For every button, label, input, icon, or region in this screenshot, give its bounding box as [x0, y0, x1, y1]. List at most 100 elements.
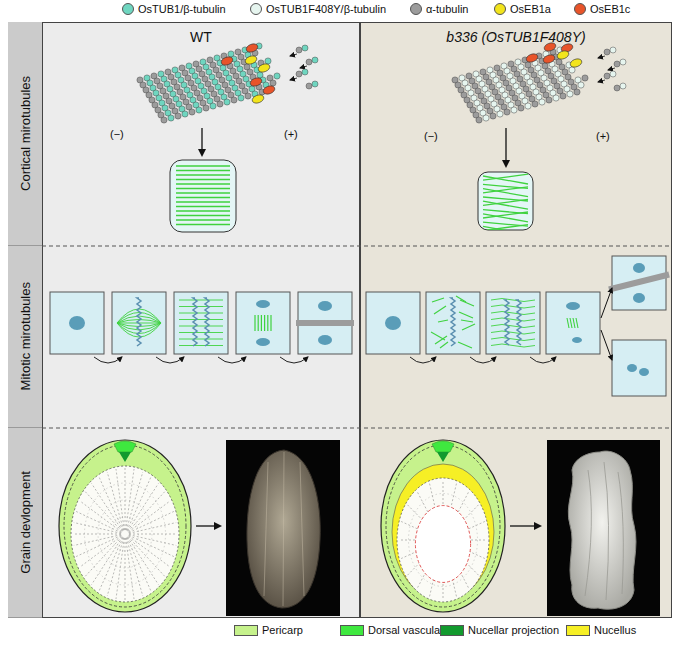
nucleus: [256, 300, 270, 308]
tubulin-subunit: [196, 107, 202, 113]
legend-item: OsTUB1F408Y/β-tubulin: [250, 3, 386, 15]
tubulin-subunit: [230, 68, 236, 74]
cortical-array: [483, 174, 528, 230]
tubulin-subunit: [200, 59, 206, 65]
tubulin-subunit: [181, 82, 187, 88]
tubulin-subunit: [245, 93, 251, 99]
spindle-fiber: [491, 344, 535, 347]
cortical-microtubule: [483, 187, 528, 193]
column-panel: b336 (OsTUB1F408Y): [360, 22, 672, 618]
tubulin-subunit: [582, 75, 588, 81]
free-dimer: [610, 71, 616, 77]
tubulin-subunit: [569, 67, 575, 73]
legend-swatch: [566, 625, 590, 636]
tubulin-subunit: [553, 54, 559, 60]
tubulin-subunit: [246, 81, 252, 87]
tubulin-subunit: [480, 110, 486, 116]
eb1-protein: [569, 57, 583, 68]
tubulin-subunit: [161, 117, 167, 123]
tubulin-subunit: [547, 85, 553, 91]
tubulin-subunit: [256, 43, 262, 49]
tubulin-subunit: [140, 82, 146, 88]
legend-text: Nucellus: [594, 624, 636, 636]
endosperm: [397, 478, 489, 602]
tubulin-subunit: [567, 91, 573, 97]
tubulin-subunit: [458, 87, 464, 93]
spindle-fiber: [432, 298, 444, 302]
tubulin-subunit: [260, 77, 266, 83]
tubulin-subunit: [475, 88, 481, 94]
tubulin-subunit: [508, 102, 514, 108]
tubulin-subunit: [520, 81, 526, 87]
tubulin-subunit: [546, 56, 552, 62]
spindle-fiber: [117, 320, 161, 324]
tubulin-subunit: [207, 98, 213, 104]
tubulin-subunit: [473, 112, 479, 118]
tubulin-subunit: [258, 60, 264, 66]
cell: [486, 292, 540, 354]
tubulin-subunit: [474, 100, 480, 106]
nucleus: [385, 316, 401, 330]
tubulin-subunit: [511, 107, 517, 113]
tubulin-subunit: [177, 89, 183, 95]
tubulin-subunit: [144, 75, 150, 81]
tubulin-subunit: [171, 79, 177, 85]
tubulin-subunit: [477, 105, 483, 111]
tubulin-subunit: [510, 78, 516, 84]
tubulin-subunit: [555, 71, 561, 77]
tubulin-subunit: [575, 77, 581, 83]
tubulin-subunit: [562, 69, 568, 75]
eb1-protein: [249, 76, 263, 87]
tubulin-subunit: [143, 87, 149, 93]
tubulin-subunit: [256, 84, 262, 90]
tubulin-subunit: [549, 61, 555, 67]
polarity-label: (+): [284, 128, 298, 140]
cortical-microtubule: [483, 199, 528, 205]
cortical-microtubule: [176, 192, 230, 193]
tubulin-subunit: [564, 86, 570, 92]
tubulin-subunit: [183, 99, 189, 105]
tubulin-subunit: [473, 71, 479, 77]
cell-plate: [608, 272, 670, 293]
tubulin-subunit: [209, 74, 215, 80]
spindle-fiber: [254, 315, 255, 331]
spindle-fiber: [261, 315, 262, 331]
tubulin-subunit: [560, 52, 566, 58]
tubulin-subunit: [198, 83, 204, 89]
tubulin-subunit: [247, 69, 253, 75]
tubulin-subunit: [452, 77, 458, 83]
nucellar-projection: [437, 452, 449, 462]
column-title: b336 (OsTUB1F408Y): [361, 29, 671, 45]
tubulin-subunit: [509, 90, 515, 96]
tubulin-subunit: [467, 102, 473, 108]
spindle-fiber: [117, 316, 161, 323]
cortical-microtubule: [176, 174, 230, 175]
tubulin-subunit: [192, 73, 198, 79]
tubulin-subunit: [244, 64, 250, 70]
tubulin-subunit: [186, 63, 192, 69]
spindle-fiber: [264, 315, 265, 331]
tubulin-subunit: [211, 91, 217, 97]
spindle-fiber: [440, 342, 448, 348]
legend-text: Nucellar projection: [468, 624, 559, 636]
cortical-microtubule: [176, 210, 230, 211]
tubulin-subunit: [173, 96, 179, 102]
nucleus: [318, 335, 332, 345]
tubulin-subunit: [544, 80, 550, 86]
tubulin-subunit: [182, 111, 188, 117]
spindle-fiber: [431, 332, 445, 340]
tubulin-subunit: [490, 113, 496, 119]
tubulin-subunit: [497, 70, 503, 76]
nucellar-projection: [119, 452, 131, 462]
cell: [112, 292, 166, 354]
tubulin-subunit: [501, 104, 507, 110]
tubulin-subunit: [163, 93, 169, 99]
tubulin-subunit: [223, 70, 229, 76]
arrow: [601, 330, 612, 360]
tubulin-subunit: [550, 49, 556, 55]
eb1-protein: [262, 84, 276, 95]
free-dimer: [604, 49, 610, 55]
tubulin-subunit: [241, 59, 247, 65]
cortical-microtubule: [176, 165, 230, 166]
tubulin-subunit: [186, 104, 192, 110]
